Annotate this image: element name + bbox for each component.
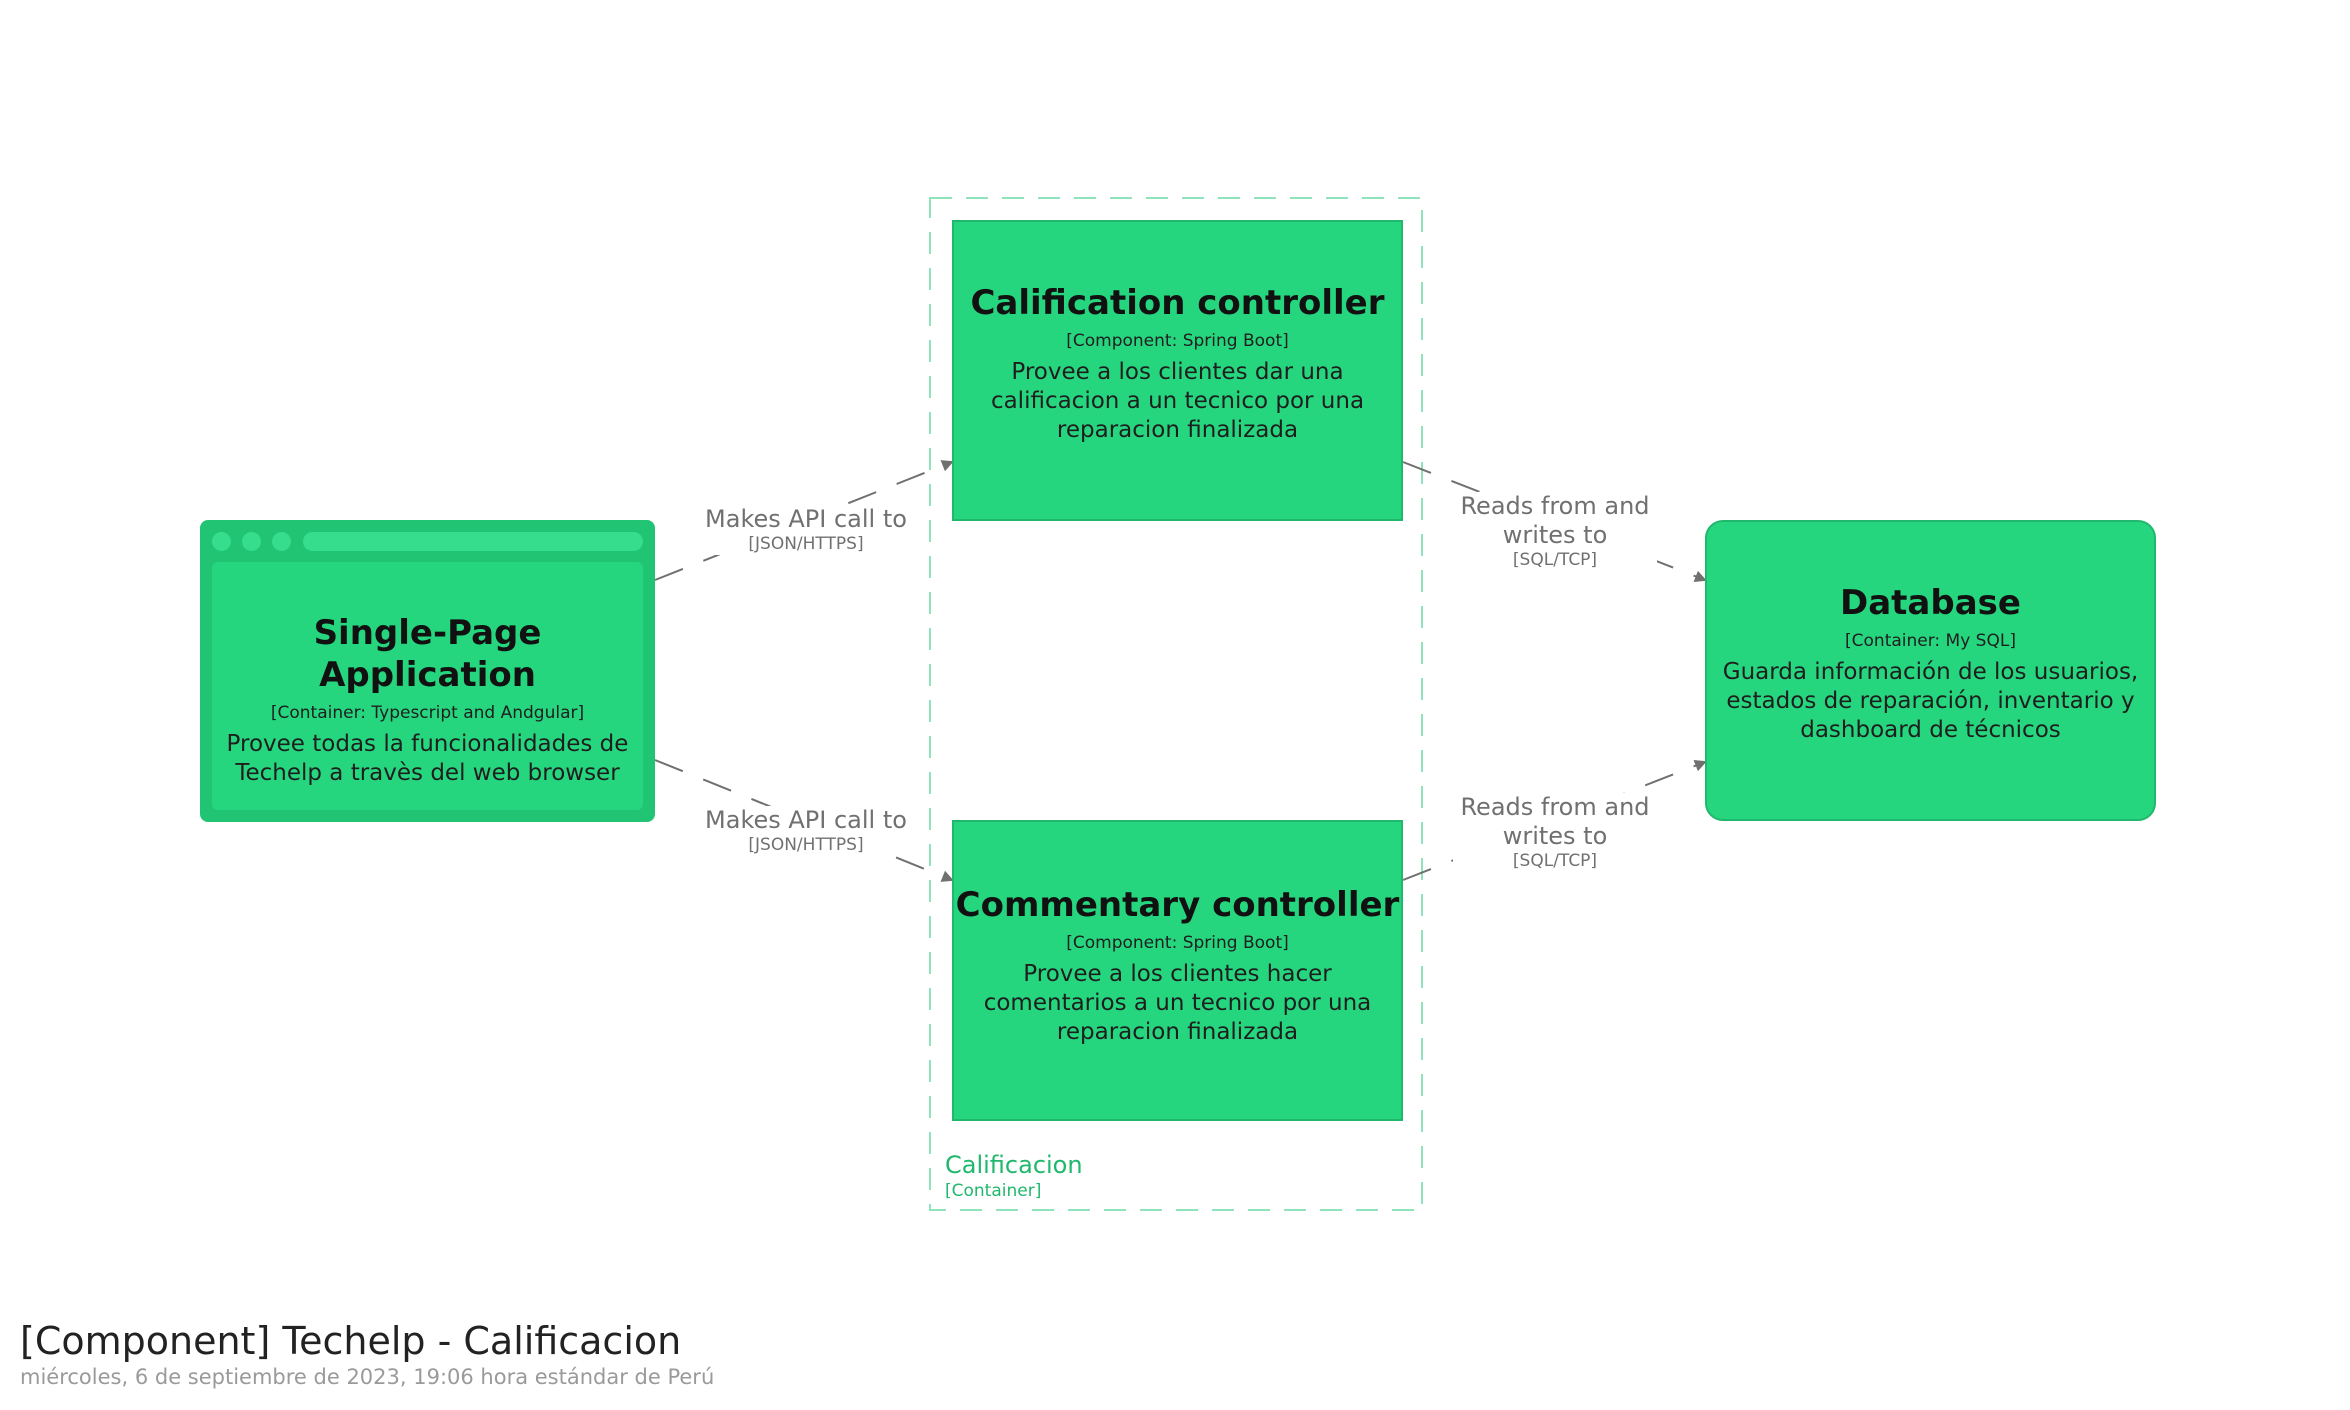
boundary-kind: [Container] — [945, 1181, 1042, 1201]
edge-label-text: Reads from and writes to — [1460, 492, 1650, 549]
edge-label-tech: [JSON/HTTPS] — [748, 835, 864, 855]
edge-label-calification-to-db: Reads from and writes to [SQL/TCP] — [1453, 492, 1657, 571]
boundary-frame — [929, 197, 1423, 1211]
edge-label-text: Makes API call to — [705, 806, 907, 834]
boundary-label: Calificacion [Container] — [945, 1150, 1083, 1202]
spa-description: Provee todas la funcionalidades de Teche… — [226, 731, 629, 786]
diagram-timestamp: miércoles, 6 de septiembre de 2023, 19:0… — [20, 1365, 715, 1389]
edge-label-text: Makes API call to — [705, 505, 907, 533]
calification-description: Provee a los clientes dar una calificaci… — [990, 359, 1365, 443]
calification-title: Calification controller — [970, 283, 1385, 323]
database-description: Guarda información de los usuarios, esta… — [1722, 659, 2139, 743]
edge-label-text: Reads from and writes to — [1460, 793, 1650, 850]
database-node: Database [Container: My SQL] Guarda info… — [1705, 520, 2156, 821]
database-tech: [Container: My SQL] — [1845, 631, 2016, 651]
spa-title: Single-Page Application — [313, 613, 542, 695]
edge-label-tech: [SQL/TCP] — [1512, 550, 1598, 570]
diagram-title: [Component] Techelp - Calificacion — [20, 1319, 682, 1363]
commentary-controller-node: Commentary controller [Component: Spring… — [952, 820, 1403, 1121]
spa-tech: [Container: Typescript and Andgular] — [270, 703, 585, 723]
boundary-name: Calificacion — [945, 1151, 1083, 1179]
calification-tech: [Component: Spring Boot] — [1066, 331, 1289, 351]
window-dot-icon — [272, 532, 291, 551]
edge-label-spa-to-calification: Makes API call to [JSON/HTTPS] — [700, 505, 912, 555]
edge-label-tech: [JSON/HTTPS] — [748, 534, 864, 554]
database-title: Database — [1840, 583, 2021, 623]
commentary-title: Commentary controller — [955, 885, 1400, 925]
window-dot-icon — [212, 532, 231, 551]
calification-controller-node: Calification controller [Component: Spri… — [952, 220, 1403, 521]
commentary-description: Provee a los clientes hacer comentarios … — [983, 961, 1372, 1045]
edge-label-tech: [SQL/TCP] — [1512, 851, 1598, 871]
edge-label-spa-to-commentary: Makes API call to [JSON/HTTPS] — [700, 806, 912, 856]
commentary-tech: [Component: Spring Boot] — [1066, 933, 1289, 953]
address-bar — [303, 532, 643, 551]
window-dot-icon — [242, 532, 261, 551]
spa-screen: Single-Page Application [Container: Type… — [212, 562, 643, 810]
spa-node: Single-Page Application [Container: Type… — [200, 520, 655, 822]
edge-label-commentary-to-db: Reads from and writes to [SQL/TCP] — [1453, 793, 1657, 872]
